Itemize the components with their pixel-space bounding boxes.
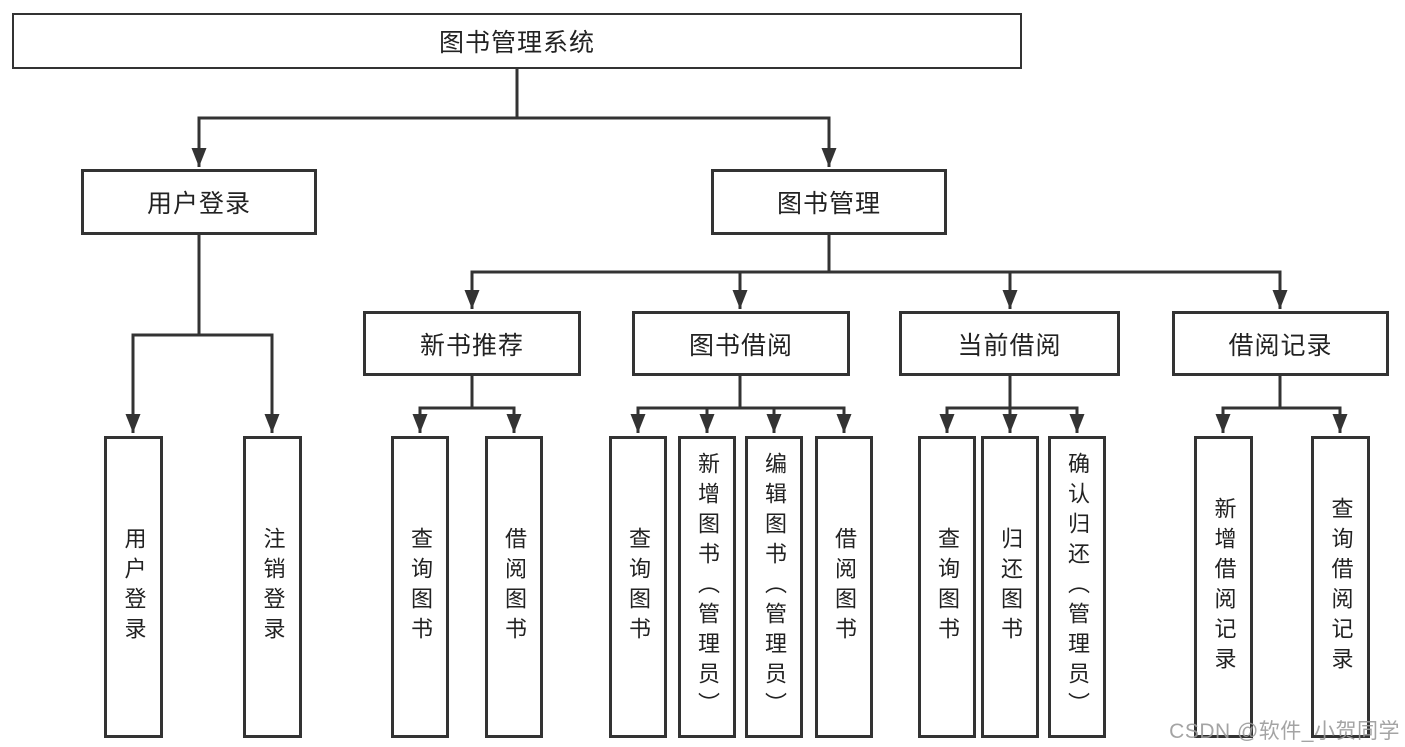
edges-current-borrowing xyxy=(939,376,1085,433)
leaf-borrow-books-recommend-label: 借阅图书 xyxy=(502,527,527,647)
node-library-system-label: 图书管理系统 xyxy=(438,29,595,57)
leaf-query-books-current: 查询图书 xyxy=(918,436,976,738)
leaf-confirm-return-admin: 确认归还（管理员） xyxy=(1048,436,1106,738)
node-book-borrowing: 图书借阅 xyxy=(632,311,850,376)
leaf-query-books-recommend: 查询图书 xyxy=(391,436,449,738)
leaf-user-login-label: 用户登录 xyxy=(121,527,147,647)
leaf-query-borrow-record: 查询借阅记录 xyxy=(1311,436,1370,738)
leaf-query-books-current-label: 查询图书 xyxy=(935,527,960,647)
leaf-user-login: 用户登录 xyxy=(104,436,163,738)
leaf-logout: 注销登录 xyxy=(243,436,302,738)
node-user-login-label: 用户登录 xyxy=(146,190,251,218)
edges-new-book-recommend xyxy=(412,376,522,433)
node-new-book-recommend-label: 新书推荐 xyxy=(419,331,524,360)
leaf-add-book-admin-label: 新增图书（管理员） xyxy=(695,452,720,722)
leaf-add-borrow-record: 新增借阅记录 xyxy=(1194,436,1253,738)
node-book-borrowing-label: 图书借阅 xyxy=(688,331,793,360)
node-new-book-recommend: 新书推荐 xyxy=(363,311,581,376)
edges-book-borrowing xyxy=(630,376,852,433)
edges-book-management xyxy=(464,234,1288,309)
leaf-borrow-books: 借阅图书 xyxy=(815,436,873,738)
edges-borrow-records xyxy=(1215,376,1348,433)
leaf-return-books-label: 归还图书 xyxy=(998,527,1023,647)
csdn-watermark: CSDN @软件_小贺同学 xyxy=(1169,720,1400,743)
leaf-query-books-borrowing-label: 查询图书 xyxy=(626,527,651,647)
leaf-query-borrow-record-label: 查询借阅记录 xyxy=(1328,497,1354,677)
leaf-borrow-books-label: 借阅图书 xyxy=(832,527,857,647)
edges-root-to-level2 xyxy=(191,68,837,167)
leaf-return-books: 归还图书 xyxy=(981,436,1039,738)
node-borrow-records-label: 借阅记录 xyxy=(1228,331,1333,360)
leaf-borrow-books-recommend: 借阅图书 xyxy=(485,436,543,738)
leaf-query-books-borrowing: 查询图书 xyxy=(609,436,667,738)
node-library-system: 图书管理系统 xyxy=(12,13,1022,69)
leaf-confirm-return-admin-label: 确认归还（管理员） xyxy=(1065,452,1090,722)
leaf-add-borrow-record-label: 新增借阅记录 xyxy=(1211,497,1237,677)
leaf-add-book-admin: 新增图书（管理员） xyxy=(678,436,736,738)
leaf-logout-label: 注销登录 xyxy=(260,527,286,647)
leaf-edit-book-admin: 编辑图书（管理员） xyxy=(745,436,803,738)
node-borrow-records: 借阅记录 xyxy=(1172,311,1389,376)
node-book-management: 图书管理 xyxy=(711,169,947,235)
node-current-borrowing-label: 当前借阅 xyxy=(957,331,1062,360)
node-current-borrowing: 当前借阅 xyxy=(899,311,1120,376)
leaf-query-books-recommend-label: 查询图书 xyxy=(408,527,433,647)
node-user-login: 用户登录 xyxy=(81,169,317,235)
leaf-edit-book-admin-label: 编辑图书（管理员） xyxy=(762,452,787,722)
node-book-management-label: 图书管理 xyxy=(776,190,881,218)
edges-user-login xyxy=(125,234,280,433)
